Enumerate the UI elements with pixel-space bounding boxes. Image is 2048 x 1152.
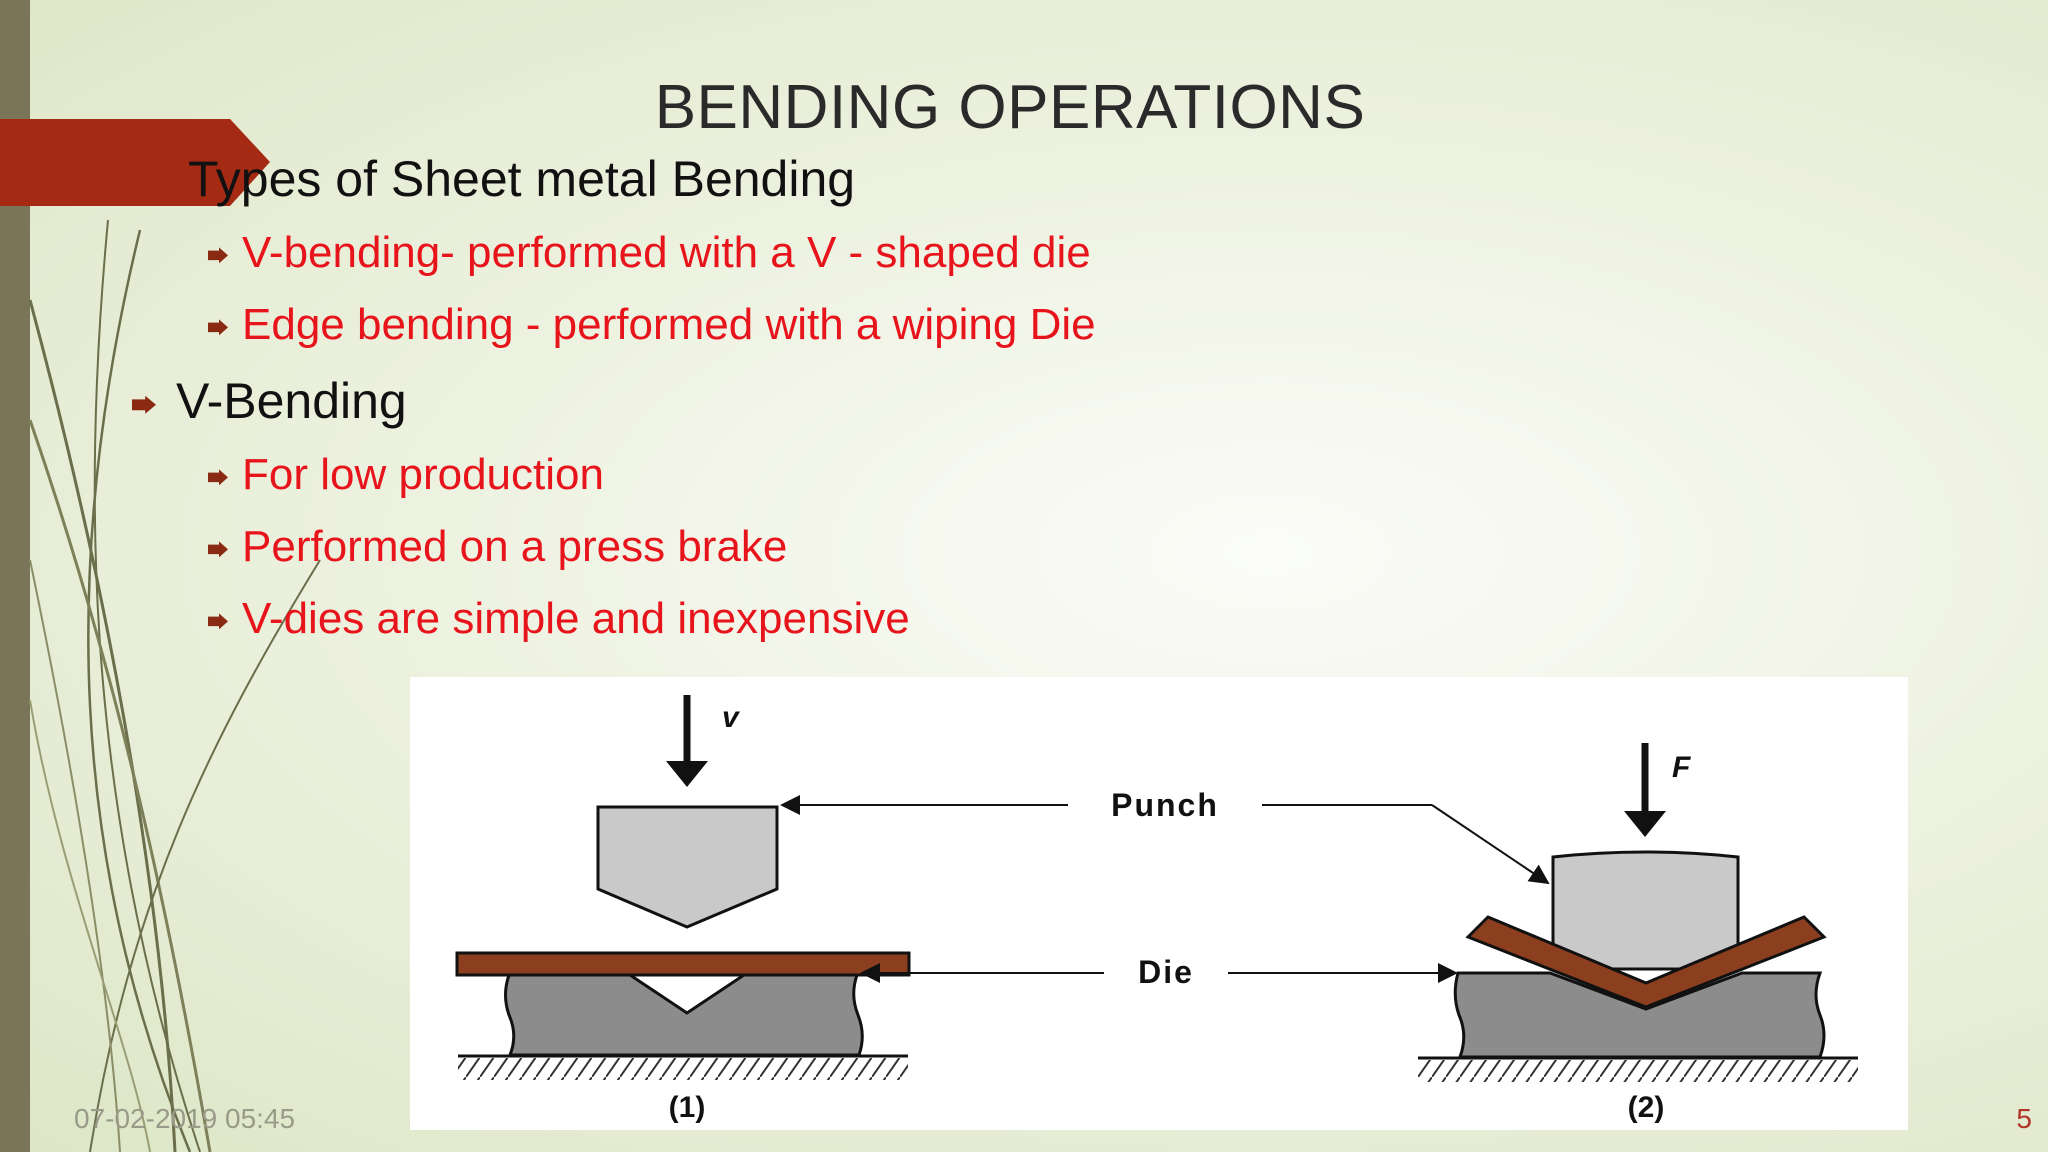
bending-diagram-svg: v (1) F (2) Punch Die — [455, 695, 1858, 1124]
arrow-bullet-icon — [208, 247, 228, 264]
arrow-bullet-icon — [208, 469, 228, 486]
wiping-punch — [1551, 850, 1740, 971]
title-accent-tab — [0, 119, 270, 206]
bullet-v-bending-desc: V-bending- performed with a V - shaped d… — [208, 228, 1091, 278]
arrow-bullet-icon — [208, 541, 228, 558]
die-label: Die — [1138, 954, 1194, 990]
caption-1: (1) — [669, 1091, 706, 1124]
bending-diagram: v (1) F (2) Punch Die — [410, 677, 1908, 1130]
bullet-v-bending: V-Bending — [132, 372, 407, 430]
bullet-low-production: For low production — [208, 450, 604, 500]
bullet-text: V-dies are simple and inexpensive — [242, 594, 910, 643]
slide-title: BENDING OPERATIONS — [654, 73, 1366, 142]
caption-2: (2) — [1628, 1091, 1665, 1124]
bullet-edge-bending-desc: Edge bending - performed with a wiping D… — [208, 300, 1096, 350]
bent-sheet — [1465, 915, 1827, 1009]
bullet-types-of-bending: Types of Sheet metal Bending — [188, 150, 855, 208]
force-v-label: v — [722, 701, 741, 734]
decorative-grass-lines — [28, 219, 321, 1152]
wiping-bending-setup: F (2) — [1418, 743, 1858, 1124]
page-number: 5 — [2016, 1103, 2032, 1134]
bullet-text: V-Bending — [176, 373, 407, 429]
arrow-bullet-icon — [208, 319, 228, 336]
sheet-metal — [455, 951, 911, 977]
bullet-text: For low production — [242, 450, 604, 499]
v-bending-setup: v (1) — [455, 695, 911, 1124]
diagram-labels: Punch Die — [780, 787, 1550, 990]
arrow-bullet-icon — [132, 395, 156, 414]
bullet-text: Performed on a press brake — [242, 522, 788, 571]
bullet-text: Edge bending - performed with a wiping D… — [242, 300, 1096, 349]
bullet-press-brake: Performed on a press brake — [208, 522, 787, 572]
wiping-die — [1453, 971, 1826, 1059]
bullet-text: V-bending- performed with a V - shaped d… — [242, 228, 1091, 277]
punch-label: Punch — [1111, 787, 1219, 823]
bullet-text: Types of Sheet metal Bending — [188, 151, 856, 207]
v-punch — [596, 805, 779, 929]
force-arrow-icon — [666, 761, 708, 787]
arrow-bullet-icon — [208, 613, 228, 630]
force-arrow-icon — [1624, 811, 1666, 837]
force-f-label: F — [1672, 751, 1691, 784]
bullet-v-dies: V-dies are simple and inexpensive — [208, 594, 910, 644]
footer-date: 07-02-2019 05:45 — [74, 1103, 296, 1134]
